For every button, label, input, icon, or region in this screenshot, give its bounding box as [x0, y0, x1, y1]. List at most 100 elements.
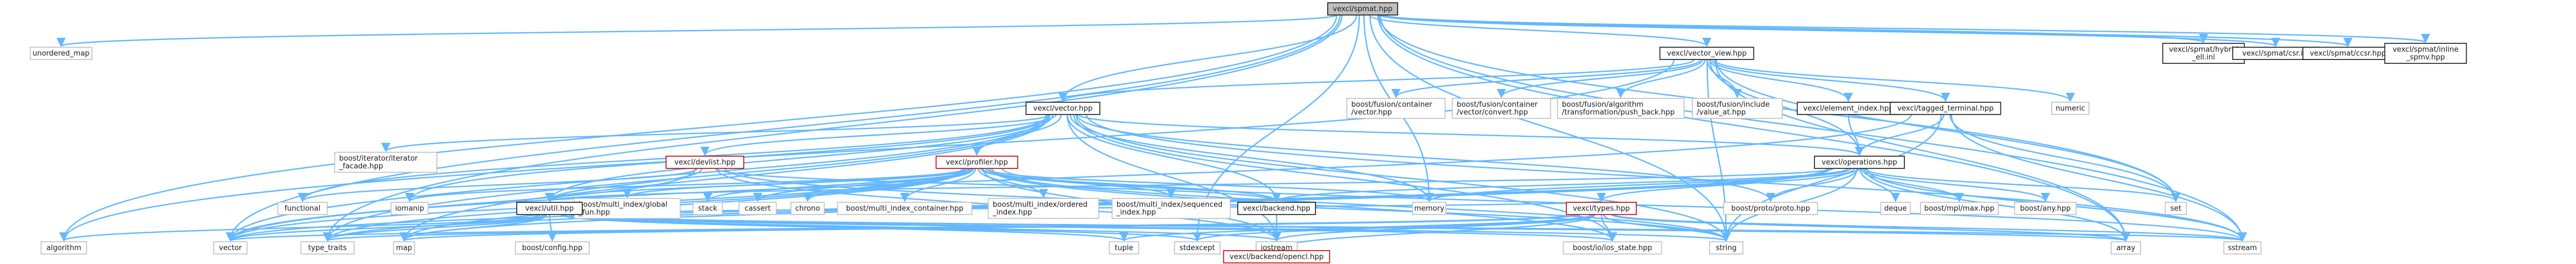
- node-box[interactable]: [1562, 241, 1662, 255]
- node-types[interactable]: vexcl/types.hpp: [1566, 202, 1637, 215]
- node-mi-container[interactable]: boost/multi_index_container.hpp: [837, 202, 972, 215]
- node-box[interactable]: [2223, 241, 2262, 255]
- node-backend-opencl[interactable]: vexcl/backend/opencl.hpp: [1223, 250, 1330, 263]
- edge-util-to-string: [572, 213, 1731, 242]
- node-iomanip[interactable]: iomanip: [390, 202, 429, 215]
- node-box[interactable]: [1566, 202, 1637, 215]
- node-tagged-terminal[interactable]: vexcl/tagged_terminal.hpp: [1889, 102, 2002, 115]
- node-box[interactable]: [1346, 98, 1446, 119]
- node-unordered-map[interactable]: unordered_map: [29, 47, 93, 60]
- node-box[interactable]: [987, 198, 1100, 219]
- node-fusion-convert[interactable]: boost/fusion/container/vector/convert.hp…: [1451, 98, 1551, 119]
- node-cassert[interactable]: cassert: [738, 202, 777, 215]
- node-hybrid-ell[interactable]: vexcl/spmat/hybrid_ell.inl: [2162, 43, 2245, 64]
- node-box[interactable]: [692, 202, 723, 215]
- node-csr-inl[interactable]: vexcl/spmat/csr.inl: [2232, 47, 2320, 60]
- node-vector-std[interactable]: vector: [213, 241, 248, 255]
- node-box[interactable]: [738, 202, 777, 215]
- node-box[interactable]: [1223, 250, 1330, 263]
- node-box[interactable]: [1412, 202, 1446, 215]
- node-box[interactable]: [29, 47, 93, 60]
- node-box[interactable]: [1451, 98, 1551, 119]
- node-box[interactable]: [393, 241, 415, 255]
- node-fusion-pushback[interactable]: boost/fusion/algorithm/transformation/pu…: [1557, 98, 1685, 119]
- node-mpl-max[interactable]: boost/mpl/max.hpp: [1920, 202, 1999, 215]
- node-box[interactable]: [1692, 98, 1783, 119]
- node-box[interactable]: [1237, 202, 1316, 215]
- node-label: /value_at.hpp: [1697, 108, 1746, 117]
- node-box[interactable]: [2165, 202, 2187, 215]
- node-tuple[interactable]: tuple: [1108, 241, 1140, 255]
- node-box[interactable]: [300, 241, 355, 255]
- node-box[interactable]: [516, 202, 583, 215]
- node-box[interactable]: [1814, 156, 1905, 169]
- node-box[interactable]: [1920, 202, 1999, 215]
- node-inline-spmv[interactable]: vexcl/spmat/inline_spmv.hpp: [2384, 43, 2467, 64]
- node-label: cassert: [744, 205, 770, 213]
- node-box[interactable]: [2162, 43, 2245, 64]
- node-box[interactable]: [390, 202, 429, 215]
- node-proto[interactable]: boost/proto/proto.hpp: [1723, 202, 1818, 215]
- node-box[interactable]: [1025, 102, 1101, 115]
- node-root[interactable]: vexcl/spmat.hpp: [1327, 2, 1398, 16]
- node-box[interactable]: [334, 152, 437, 173]
- node-box[interactable]: [2014, 202, 2077, 215]
- node-vector-view[interactable]: vexcl/vector_view.hpp: [1659, 47, 1755, 60]
- node-box[interactable]: [1108, 241, 1140, 255]
- node-sstream[interactable]: sstream: [2223, 241, 2262, 255]
- node-box[interactable]: [515, 241, 590, 255]
- node-algorithm[interactable]: algorithm: [41, 241, 87, 255]
- node-box[interactable]: [1889, 102, 2002, 115]
- node-map[interactable]: map: [393, 241, 415, 255]
- node-box[interactable]: [1174, 241, 1221, 255]
- node-box[interactable]: [573, 198, 681, 219]
- edge-vector-hpp-to-backend: [1066, 114, 1282, 202]
- node-box[interactable]: [1723, 202, 1818, 215]
- node-any[interactable]: boost/any.hpp: [2014, 202, 2077, 215]
- node-box[interactable]: [837, 202, 972, 215]
- node-box[interactable]: [790, 202, 825, 215]
- node-string[interactable]: string: [1709, 241, 1743, 255]
- node-box[interactable]: [2384, 43, 2467, 64]
- node-operations[interactable]: vexcl/operations.hpp: [1814, 156, 1905, 169]
- node-mi-sequenced[interactable]: boost/multi_index/sequenced_index.hpp: [1111, 198, 1231, 219]
- node-io-state[interactable]: boost/io/ios_state.hpp: [1562, 241, 1662, 255]
- node-iterator-facade[interactable]: boost/iterator/iterator_facade.hpp: [334, 152, 437, 173]
- node-box[interactable]: [1659, 47, 1755, 60]
- node-set[interactable]: set: [2165, 202, 2187, 215]
- node-ccsr[interactable]: vexcl/spmat/ccsr.hpp: [2302, 47, 2393, 60]
- node-fusion-valueat[interactable]: boost/fusion/include/value_at.hpp: [1692, 98, 1783, 119]
- node-box[interactable]: [1557, 98, 1685, 119]
- node-memory[interactable]: memory: [1412, 202, 1446, 215]
- node-fusion-vector[interactable]: boost/fusion/container/vector.hpp: [1346, 98, 1446, 119]
- node-stack[interactable]: stack: [692, 202, 723, 215]
- node-box[interactable]: [277, 202, 328, 215]
- node-backend[interactable]: vexcl/backend.hpp: [1237, 202, 1316, 215]
- node-box[interactable]: [1111, 198, 1231, 219]
- node-box[interactable]: [1709, 241, 1743, 255]
- node-box[interactable]: [2110, 241, 2141, 255]
- node-element-index[interactable]: vexcl/element_index.hpp: [1797, 102, 1900, 115]
- node-profiler[interactable]: vexcl/profiler.hpp: [935, 156, 1019, 169]
- node-box[interactable]: [2051, 102, 2090, 115]
- node-type-traits[interactable]: type_traits: [300, 241, 355, 255]
- node-box[interactable]: [935, 156, 1019, 169]
- node-box[interactable]: [41, 241, 87, 255]
- node-mi-ordered[interactable]: boost/multi_index/ordered_index.hpp: [987, 198, 1100, 219]
- node-functional[interactable]: functional: [277, 202, 328, 215]
- node-vector-hpp[interactable]: vexcl/vector.hpp: [1025, 102, 1101, 115]
- node-stdexcept[interactable]: stdexcept: [1174, 241, 1221, 255]
- node-util[interactable]: vexcl/util.hpp: [516, 202, 583, 215]
- node-mi-global-fun[interactable]: boost/multi_index/global_fun.hpp: [573, 198, 681, 219]
- node-config[interactable]: boost/config.hpp: [515, 241, 590, 255]
- node-box[interactable]: [1880, 202, 1911, 215]
- node-deque[interactable]: deque: [1880, 202, 1911, 215]
- node-devlist[interactable]: vexcl/devlist.hpp: [666, 156, 744, 169]
- node-chrono[interactable]: chrono: [790, 202, 825, 215]
- edge-root-to-vector-view: [1369, 14, 1712, 47]
- node-array[interactable]: array: [2110, 241, 2141, 255]
- node-box[interactable]: [213, 241, 248, 255]
- node-box[interactable]: [1327, 2, 1398, 16]
- node-numeric[interactable]: numeric: [2051, 102, 2090, 115]
- node-box[interactable]: [666, 156, 744, 169]
